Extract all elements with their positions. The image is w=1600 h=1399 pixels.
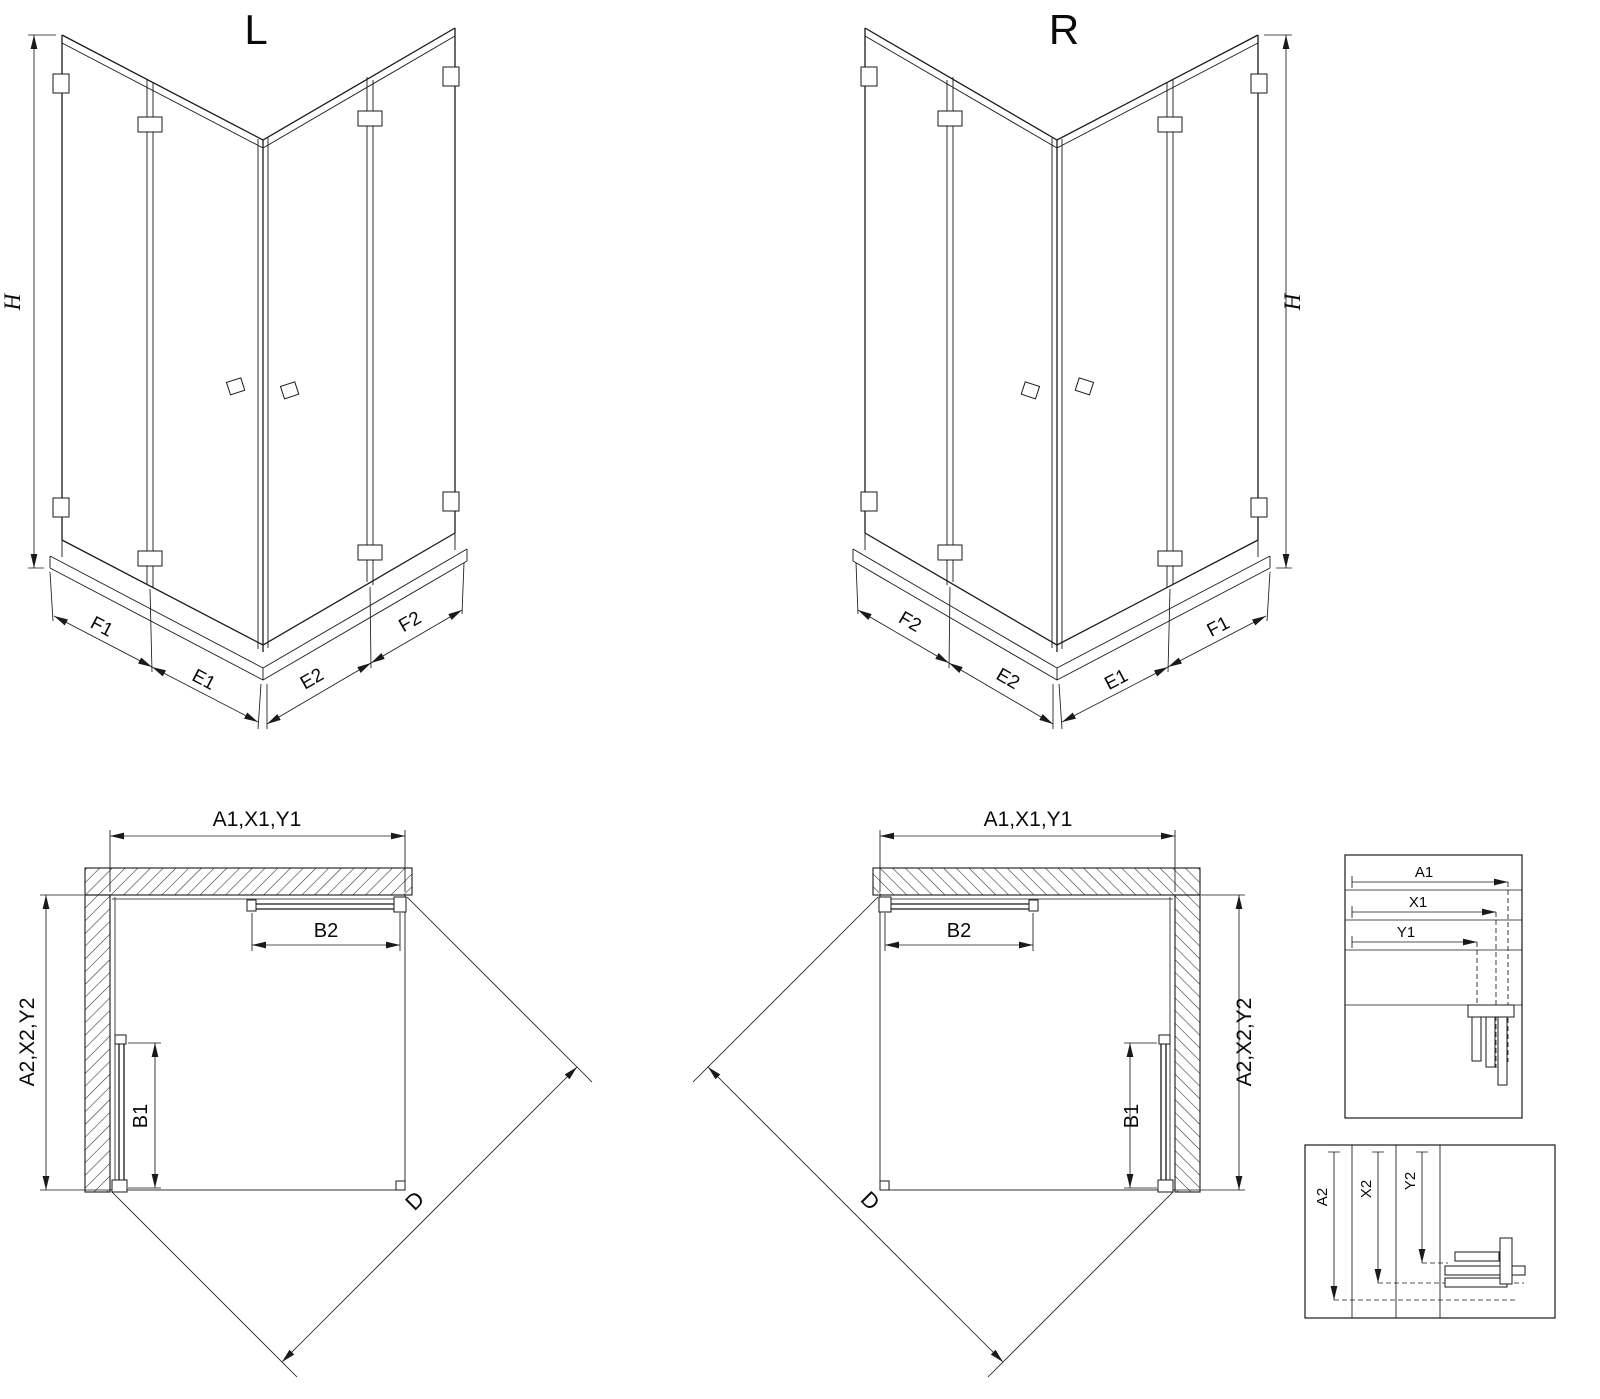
iso-left-height-label: H bbox=[0, 292, 25, 311]
detail-top-frame bbox=[1344, 854, 1523, 1119]
plan-right-dim-depth: A2,X2,Y2 bbox=[1233, 998, 1256, 1087]
plan-left-dim-door-side: B1 bbox=[130, 1104, 152, 1128]
plan-right-dim-diagonal: D bbox=[856, 1186, 885, 1215]
plan-right-dim-width: A1,X1,Y1 bbox=[984, 808, 1073, 831]
detail-top-row-y1: Y1 bbox=[1397, 924, 1415, 941]
plan-right-dim-door-side: B1 bbox=[1121, 1104, 1143, 1128]
plan-left-dim-width: A1,X1,Y1 bbox=[213, 808, 302, 831]
iso-left-dim-e1: E1 bbox=[188, 665, 218, 694]
iso-view-left: L H F1 E1 E2 F2 bbox=[0, 6, 467, 729]
iso-view-right: R H F1 E1 E2 F2 bbox=[853, 6, 1305, 729]
detail-bottom-row-a2: A2 bbox=[1314, 1188, 1331, 1206]
plan-left-dim-depth: A2,X2,Y2 bbox=[16, 998, 39, 1087]
detail-bottom-profile bbox=[1444, 1237, 1526, 1288]
iso-right-dim-f2: F2 bbox=[895, 608, 925, 637]
detail-top-row-a1: A1 bbox=[1415, 864, 1433, 881]
iso-left-dim-f1: F1 bbox=[87, 613, 116, 642]
iso-right-dim-f1: F1 bbox=[1204, 613, 1233, 642]
iso-left-dim-e2: E2 bbox=[297, 664, 328, 694]
plan-left-dim-door-top: B2 bbox=[314, 920, 338, 942]
plan-left-geometry bbox=[40, 830, 592, 1377]
iso-right-height-label: H bbox=[1280, 292, 1305, 311]
iso-right-dim-e1: E1 bbox=[1101, 665, 1131, 694]
detail-bottom-frame bbox=[1304, 1144, 1556, 1319]
iso-right-title: R bbox=[1049, 6, 1079, 53]
detail-bottom-row-y2: Y2 bbox=[1402, 1172, 1419, 1190]
detail-top-profile bbox=[1467, 1004, 1515, 1086]
iso-left-title: L bbox=[244, 6, 267, 53]
detail-view-bottom: A2 X2 Y2 bbox=[1304, 1144, 1556, 1319]
plan-right-geometry bbox=[693, 830, 1245, 1377]
detail-top-row-x1: X1 bbox=[1409, 894, 1427, 911]
plan-left-dim-diagonal: D bbox=[400, 1186, 429, 1215]
plan-right-dim-door-top: B2 bbox=[947, 920, 971, 942]
iso-left-dim-f2: F2 bbox=[395, 608, 425, 637]
plan-view-right: A1,X1,Y1 A2,X2,Y2 B2 B1 D bbox=[693, 808, 1256, 1377]
detail-bottom-row-x2: X2 bbox=[1358, 1180, 1375, 1198]
iso-right-dim-e2: E2 bbox=[992, 664, 1023, 694]
detail-view-top: A1 X1 Y1 bbox=[1344, 854, 1523, 1119]
plan-view-left: A1,X1,Y1 A2,X2,Y2 B2 B1 D bbox=[16, 808, 592, 1377]
